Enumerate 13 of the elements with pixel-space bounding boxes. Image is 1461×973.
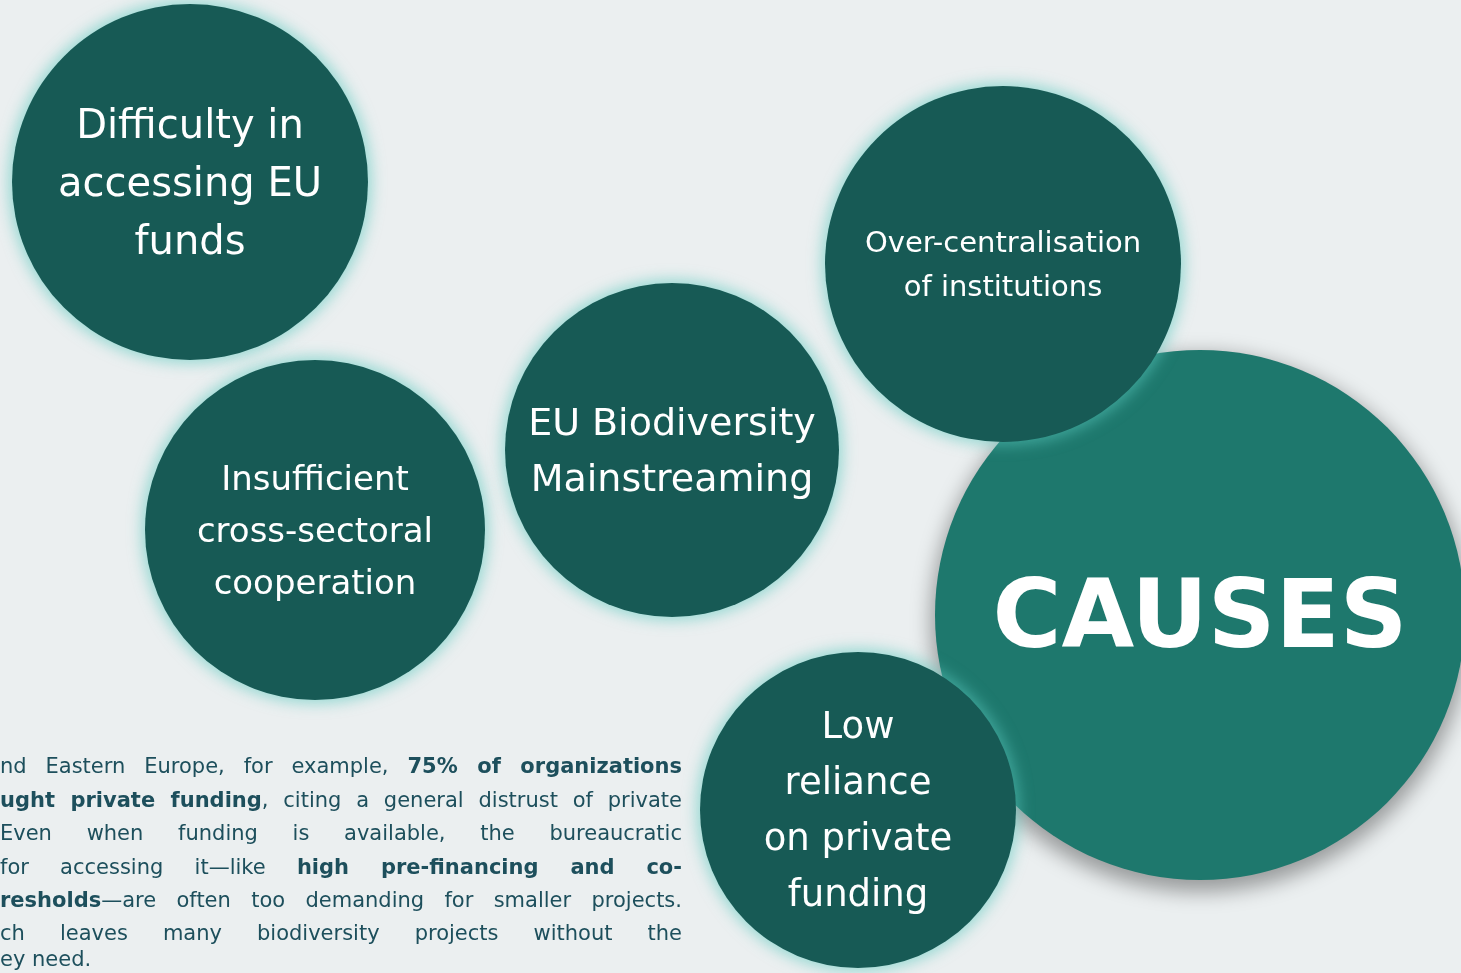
paragraph-line: Even when funding is available, the bureaucratic (0, 820, 682, 847)
circle-label: Insufficient cross-sectoral cooperation (195, 457, 435, 604)
circle-label: Over-centralisation of institutions (863, 224, 1143, 305)
paragraph-line: ch leaves many biodiversity projects without the (0, 920, 682, 947)
circle-label: EU Biodiversity Mainstreaming (527, 399, 817, 502)
paragraph-line: for accessing it—like high pre-financing and co- (0, 854, 682, 881)
paragraph-line: ey need. (0, 946, 93, 973)
paragraph-line: resholds—are often too demanding for smaller projects. (0, 887, 682, 914)
heading: CAUSES (992, 565, 1408, 665)
circle-label: Difficulty in accessing EU funds (57, 100, 323, 265)
circle-label: Low reliance on private funding (762, 703, 954, 917)
paragraph-line: nd Eastern Europe, for example, 75% of organizations (0, 753, 682, 780)
paragraph-line: ught private funding, citing a general distrust of private (0, 787, 682, 814)
